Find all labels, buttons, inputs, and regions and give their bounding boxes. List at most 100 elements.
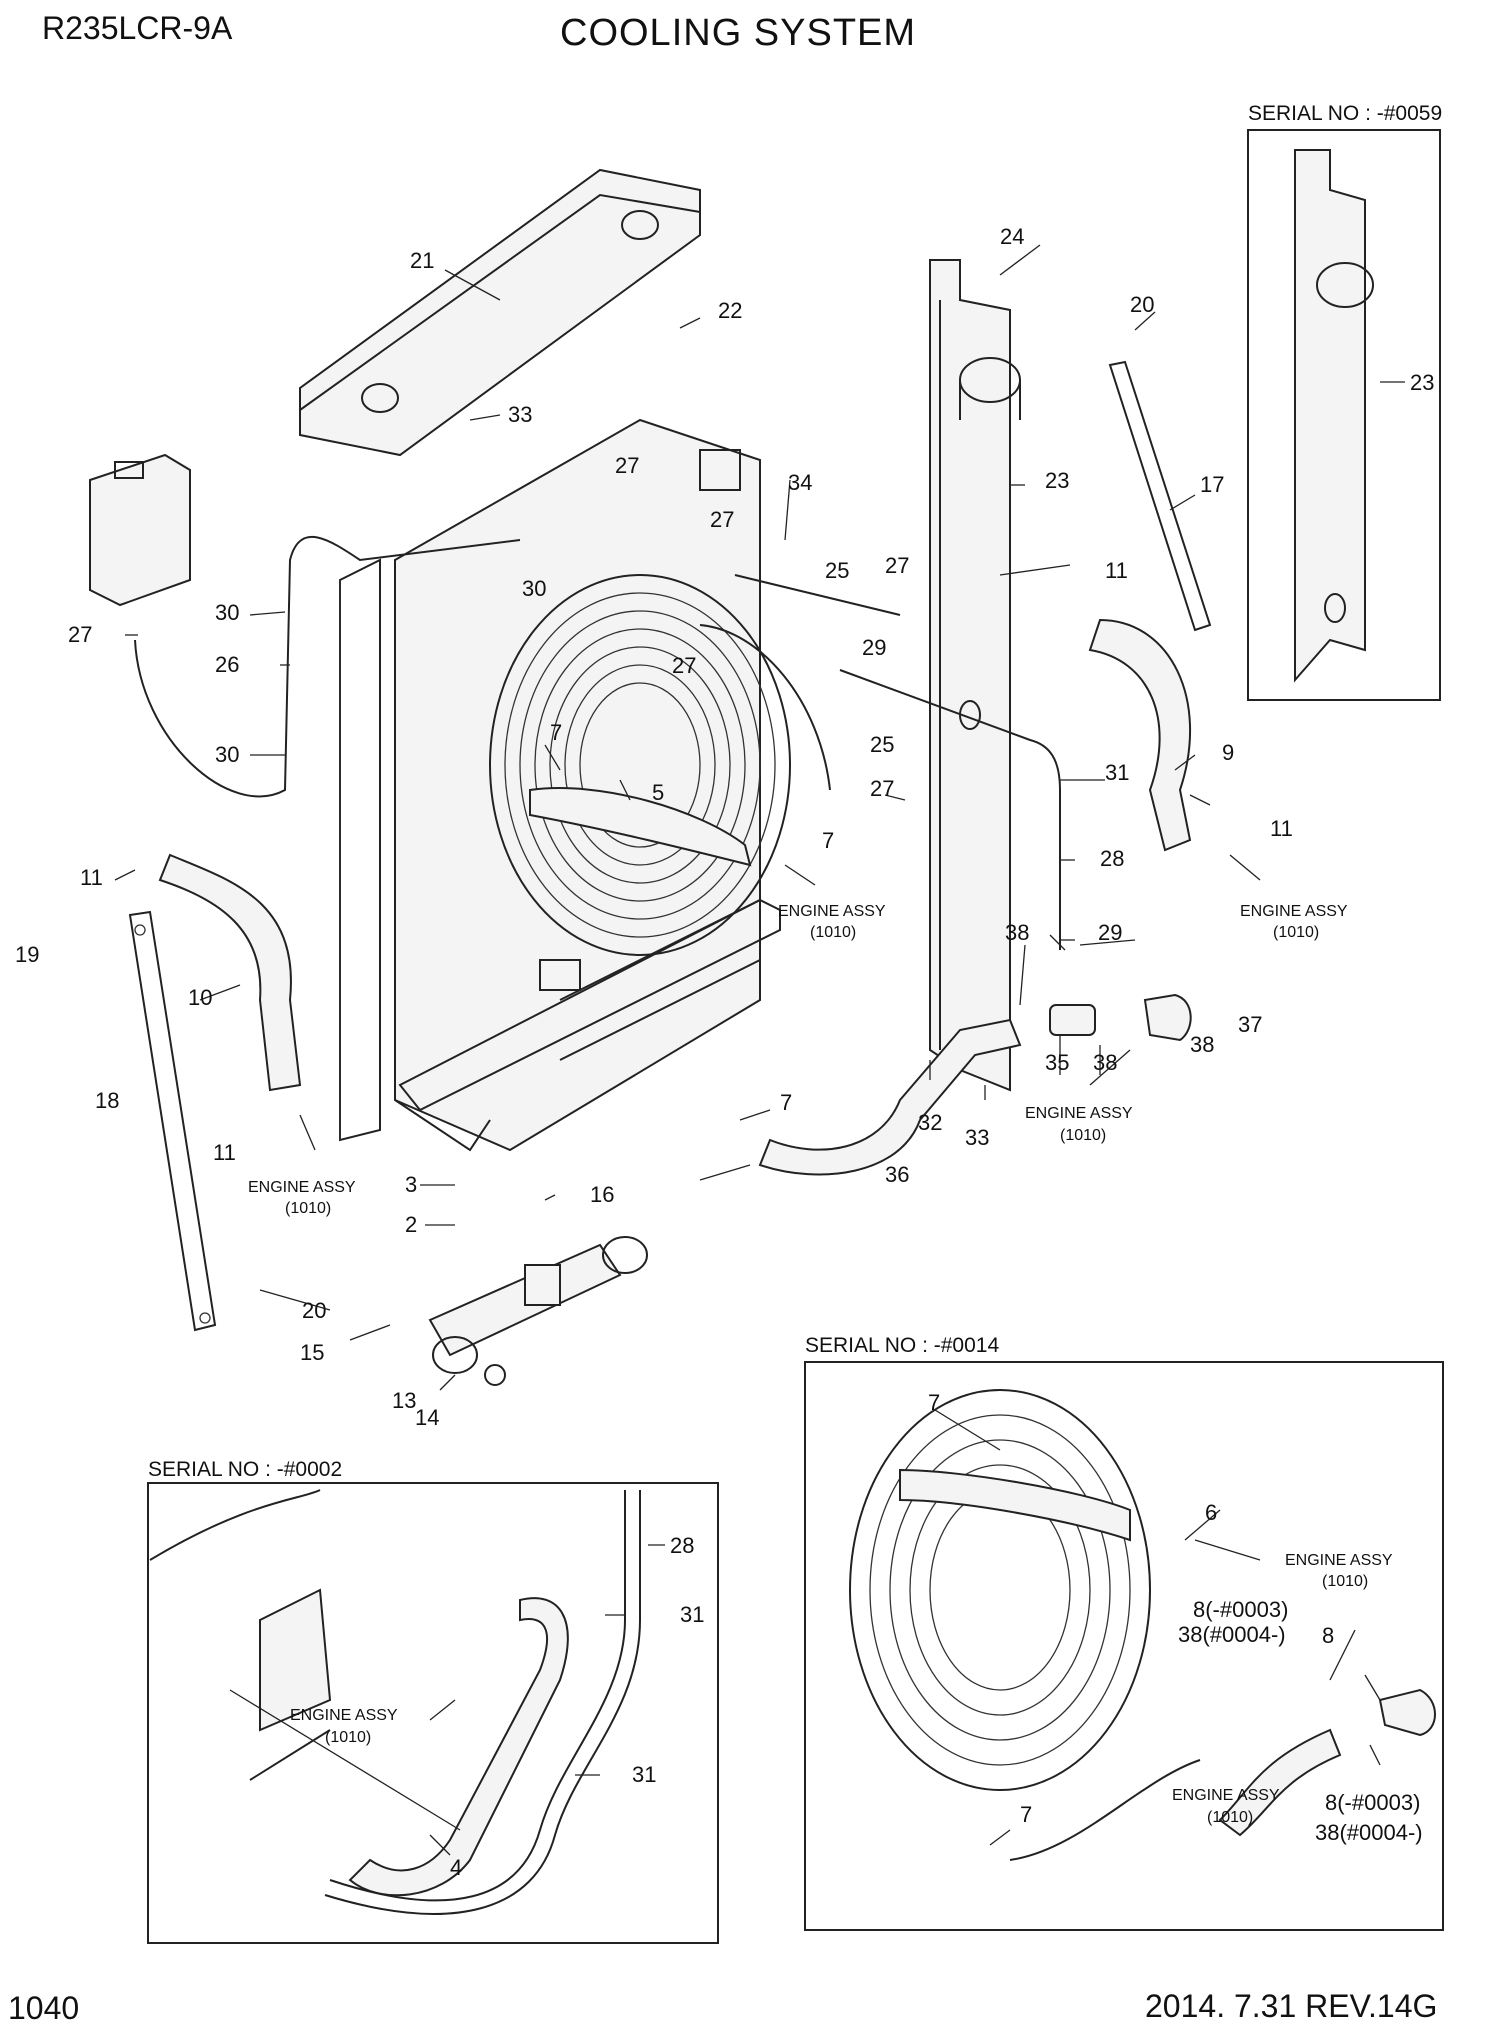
- engine-assy-note: ENGINE ASSY: [778, 903, 886, 920]
- callout-20: 20: [1130, 292, 1154, 317]
- callout-27: 27: [885, 553, 909, 578]
- callout-18: 18: [95, 1088, 119, 1113]
- callout-33: 33: [508, 402, 532, 427]
- overflow-pipe: [734, 574, 901, 616]
- inset-frame: [804, 1361, 1444, 1931]
- engine-assy-notes: ENGINE ASSY (1010) ENGINE ASSY (1010) EN…: [248, 903, 1348, 1217]
- main-assembly: [89, 168, 1261, 1391]
- callout-13: 13: [392, 1388, 416, 1413]
- inset-callout-8: 8: [1322, 1623, 1334, 1648]
- inset-serial-label: SERIAL NO : -#0059: [1248, 102, 1442, 125]
- callout-29: 29: [862, 635, 886, 660]
- engine-assy-code: (1010): [810, 924, 856, 941]
- inset-callout-28: 28: [670, 1533, 694, 1558]
- inset-callout-8-0003: 8(-#0003): [1193, 1597, 1288, 1622]
- inset-callout-6: 6: [1205, 1500, 1217, 1525]
- engine-assy-note: ENGINE ASSY: [248, 1179, 356, 1196]
- callout-36: 36: [885, 1162, 909, 1187]
- callout-2: 2: [405, 1212, 417, 1237]
- stay-rod-upper: [1108, 360, 1212, 632]
- upper-hose: [529, 787, 752, 867]
- callout-37: 37: [1238, 1012, 1262, 1037]
- main-callouts: 21 22 24 20 23 17 33 27 34 27 30 30 30 2…: [15, 224, 1293, 1430]
- stay-rod-lower: [128, 910, 217, 1332]
- callout-27: 27: [870, 776, 894, 801]
- engine-assy-code: (1010): [1060, 1127, 1106, 1144]
- callout-21: 21: [410, 248, 434, 273]
- engine-assy-note: ENGINE ASSY: [1172, 1787, 1280, 1804]
- inset-callout-8-0003: 8(-#0003): [1325, 1790, 1420, 1815]
- callout-32: 32: [918, 1110, 942, 1135]
- inset-frame: [147, 1482, 719, 1944]
- upper-right-hose: [1088, 618, 1192, 852]
- callout-38: 38: [1190, 1032, 1214, 1057]
- tank-pipe: [134, 536, 521, 798]
- inset-bottom-right: SERIAL NO : -#0014 7 6 8(-#0003) 38(#000…: [804, 1334, 1444, 1931]
- revision-date: 2014. 7.31 REV.14G: [1145, 1988, 1438, 2024]
- inset-callout-4: 4: [450, 1855, 462, 1880]
- callout-35: 35: [1045, 1050, 1069, 1075]
- expansion-tank: [89, 453, 191, 607]
- engine-assy-note: ENGINE ASSY: [1285, 1552, 1393, 1569]
- inset-callout-31: 31: [680, 1602, 704, 1627]
- inset-serial-label: SERIAL NO : -#0002: [148, 1458, 342, 1481]
- callout-17: 17: [1200, 472, 1224, 497]
- callout-30: 30: [215, 742, 239, 767]
- callout-30: 30: [522, 576, 546, 601]
- callout-29: 29: [1098, 920, 1122, 945]
- callout-38: 38: [1005, 920, 1029, 945]
- leader-lines: [114, 244, 1211, 1391]
- inset-top-right: SERIAL NO : -#0059 23: [1247, 102, 1442, 701]
- callout-7: 7: [550, 720, 562, 745]
- engine-assy-code: (1010): [1207, 1809, 1253, 1826]
- callout-27: 27: [710, 507, 734, 532]
- callout-14: 14: [415, 1405, 439, 1430]
- callout-7: 7: [822, 828, 834, 853]
- callout-7: 7: [780, 1090, 792, 1115]
- engine-assy-code: (1010): [285, 1200, 331, 1217]
- callout-28: 28: [1100, 846, 1124, 871]
- callout-11: 11: [1270, 816, 1293, 841]
- inset-callout-23: 23: [1410, 370, 1434, 395]
- inset-callout-31: 31: [632, 1762, 656, 1787]
- return-pipe: [839, 669, 1061, 950]
- callout-30: 30: [215, 600, 239, 625]
- tee-joint: [1049, 993, 1192, 1042]
- engine-assy-code: (1010): [1273, 924, 1319, 941]
- lower-skid: [398, 898, 781, 1112]
- inset-callout-7: 7: [928, 1390, 940, 1415]
- callout-19: 19: [15, 942, 39, 967]
- radiator-core: [339, 418, 761, 1152]
- inset-callout-38-0004: 38(#0004-): [1315, 1820, 1423, 1845]
- callout-5: 5: [652, 780, 664, 805]
- callout-26: 26: [215, 652, 239, 677]
- model-number: R235LCR-9A: [42, 10, 233, 46]
- engine-assy-note: ENGINE ASSY: [1240, 903, 1348, 920]
- top-cover-plate: [299, 168, 701, 457]
- inset-frame: [1247, 129, 1441, 701]
- page-number: 1040: [8, 1990, 80, 2026]
- bottom-pipe: [758, 1018, 1022, 1176]
- page-title: COOLING SYSTEM: [560, 12, 917, 54]
- engine-assy-note: ENGINE ASSY: [1025, 1105, 1133, 1122]
- outlet-pipe: [428, 1236, 648, 1386]
- callout-10: 10: [188, 985, 212, 1010]
- callout-34: 34: [788, 470, 812, 495]
- inset-callout-7: 7: [1020, 1802, 1032, 1827]
- engine-assy-note: ENGINE ASSY: [290, 1707, 398, 1724]
- callout-11: 11: [80, 865, 103, 890]
- inset-bottom-left: SERIAL NO : -#0002 28 31 31 4 ENGINE ASS…: [147, 1458, 719, 1944]
- fan-shroud: [489, 574, 791, 956]
- inset-serial-label: SERIAL NO : -#0014: [805, 1334, 999, 1357]
- callout-31: 31: [1105, 760, 1129, 785]
- callout-27: 27: [68, 622, 92, 647]
- engine-assy-arrows: [299, 854, 1261, 1151]
- callout-23: 23: [1045, 468, 1069, 493]
- callout-24: 24: [1000, 224, 1024, 249]
- callout-33: 33: [965, 1125, 989, 1150]
- callout-15: 15: [300, 1340, 324, 1365]
- callout-3: 3: [405, 1172, 417, 1197]
- callout-20: 20: [302, 1298, 326, 1323]
- callout-9: 9: [1222, 740, 1234, 765]
